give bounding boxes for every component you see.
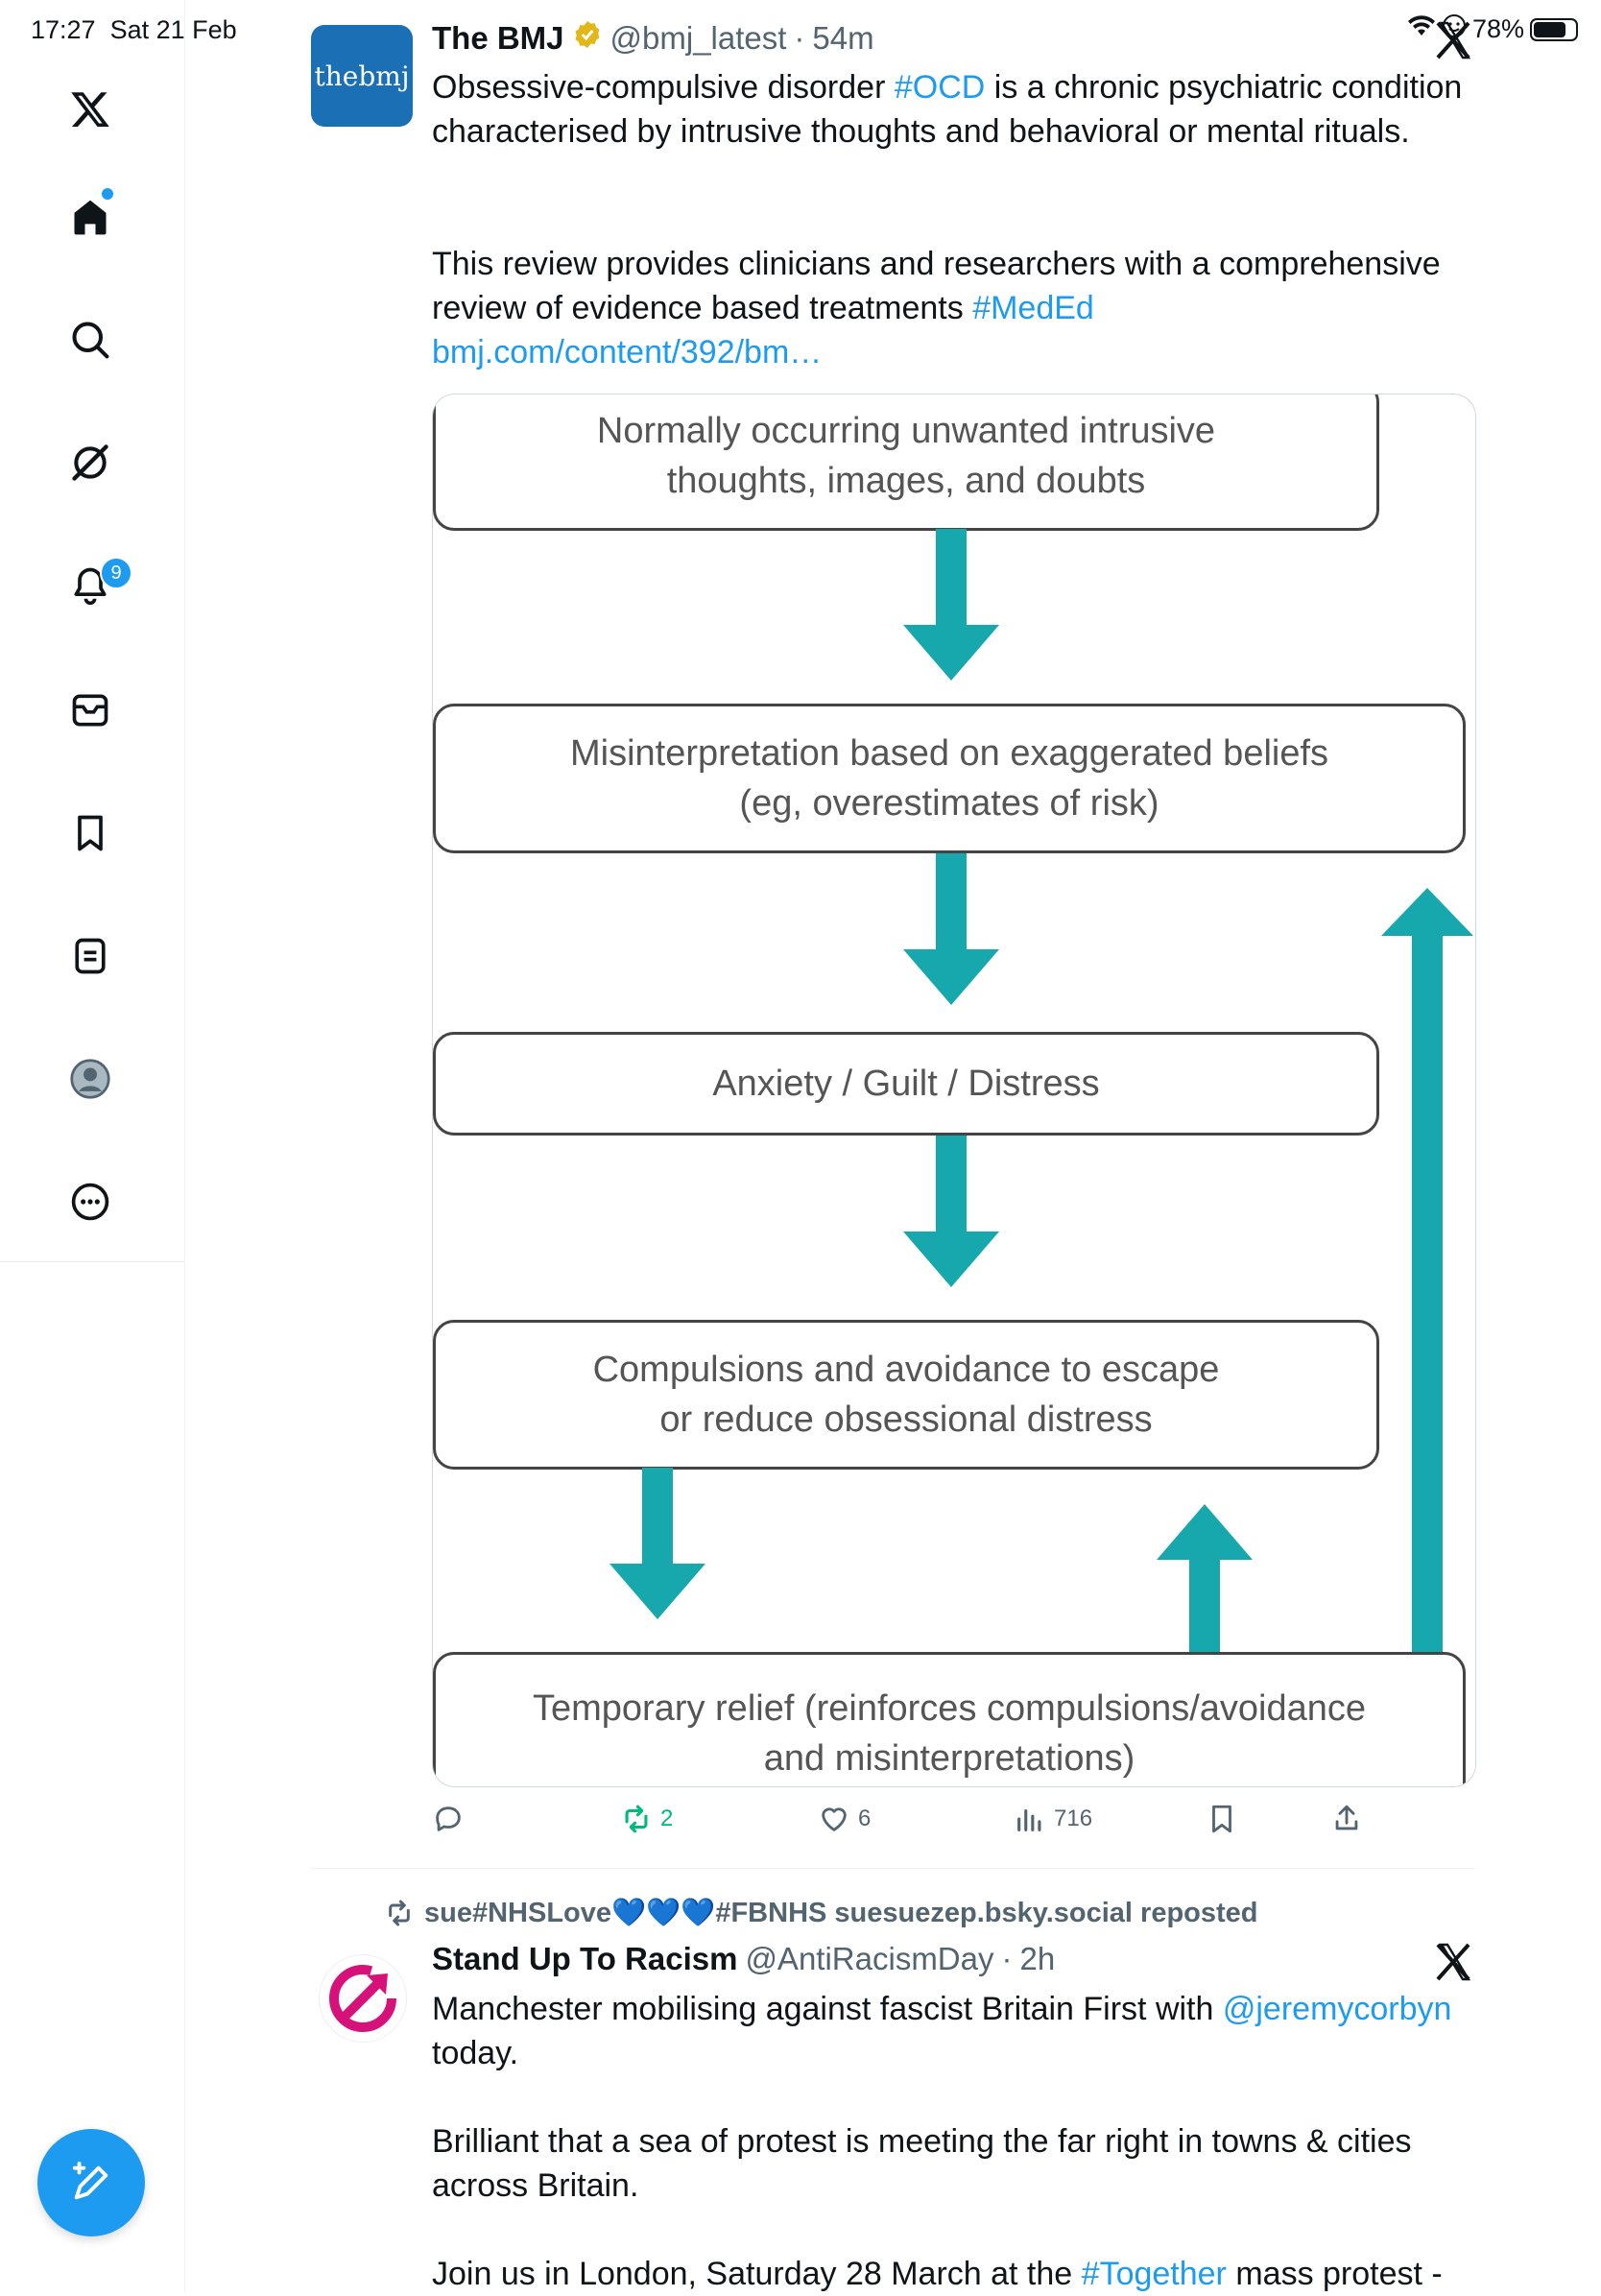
home-unread-dot bbox=[102, 188, 113, 200]
repost-icon bbox=[625, 1805, 648, 1833]
bmj-avatar-text: thebmj bbox=[314, 60, 410, 92]
view-count: 716 bbox=[1054, 1806, 1093, 1831]
sidebar-divider bbox=[0, 1261, 184, 1262]
tweet2-author-name[interactable]: Stand Up To Racism bbox=[432, 1941, 738, 1976]
diagram-arrow-up-relief bbox=[1157, 1504, 1253, 1658]
lists-icon[interactable] bbox=[61, 927, 119, 985]
messages-icon[interactable] bbox=[61, 682, 119, 739]
bmj-avatar[interactable]: thebmj bbox=[311, 25, 413, 127]
diagram-arrow-down-1 bbox=[903, 529, 999, 681]
diagram-box-anxiety: Anxiety / Guilt / Distress bbox=[433, 1032, 1379, 1136]
more-icon[interactable] bbox=[61, 1173, 119, 1231]
bookmark-icon[interactable] bbox=[61, 804, 119, 862]
wifi-icon bbox=[1407, 14, 1436, 44]
repost-context[interactable]: sue#NHSLove💙💙💙#FBNHS suesuezep.bsky.soci… bbox=[384, 1897, 1258, 1929]
views-chart-icon bbox=[1017, 1808, 1041, 1831]
status-date: Sat 21 Feb bbox=[109, 15, 237, 44]
tweet2-header: Stand Up To Racism @AntiRacismDay · 2h bbox=[432, 1941, 1055, 1977]
battery-percent: 78% bbox=[1471, 14, 1524, 43]
tweet1-image-card[interactable]: Normally occurring unwanted intrusive th… bbox=[432, 394, 1476, 1787]
tweet1-paragraph1: Obsessive-compulsive disorder #OCD is a … bbox=[432, 69, 1463, 150]
meded-hashtag[interactable]: #MedEd bbox=[972, 290, 1094, 326]
tweet2-time[interactable]: 2h bbox=[1019, 1941, 1056, 1976]
tweet2-paragraph2: Brilliant that a sea of protest is meeti… bbox=[432, 2123, 1412, 2204]
profile-avatar-icon[interactable] bbox=[61, 1050, 119, 1108]
tweet2-handle[interactable]: @AntiRacismDay bbox=[745, 1941, 994, 1976]
stand-up-to-racism-avatar[interactable] bbox=[319, 1954, 407, 2043]
compose-feather-icon bbox=[72, 2161, 108, 2200]
diagram-arrow-down-3 bbox=[903, 1136, 999, 1287]
heart-icon bbox=[822, 1807, 847, 1831]
tweet1-time[interactable]: 54m bbox=[812, 20, 874, 56]
bookmark-button[interactable] bbox=[1206, 1803, 1238, 1835]
reply-button[interactable] bbox=[432, 1803, 465, 1835]
diagram-box-misinterpretation: Misinterpretation based on exaggerated b… bbox=[433, 704, 1466, 853]
tweet2-paragraph3: Join us in London, Saturday 28 March at … bbox=[432, 2256, 1443, 2292]
tweet1-dot: · bbox=[794, 20, 805, 56]
sidebar: 9 bbox=[0, 0, 185, 2292]
tweet2-paragraph1: Manchester mobilising against fascist Br… bbox=[432, 1991, 1452, 2071]
verified-badge-icon bbox=[572, 19, 603, 58]
tweet1-grok-x-icon[interactable] bbox=[1430, 17, 1476, 68]
tweet1-author-name[interactable]: The BMJ bbox=[432, 20, 564, 56]
battery-icon bbox=[1530, 17, 1578, 41]
tweet2-grok-x-icon[interactable] bbox=[1430, 1939, 1476, 1990]
ocd-hashtag[interactable]: #OCD bbox=[894, 69, 986, 106]
repost-context-text: sue#NHSLove💙💙💙#FBNHS suesuezep.bsky.soci… bbox=[424, 1898, 1258, 1928]
tweet-separator bbox=[311, 1868, 1474, 1869]
tweet1-paragraph2: This review provides clinicians and rese… bbox=[432, 246, 1441, 371]
x-logo-icon[interactable] bbox=[61, 81, 119, 138]
diagram-arrow-down-4 bbox=[609, 1468, 705, 1619]
compose-button[interactable] bbox=[37, 2129, 145, 2236]
repost-button[interactable]: 2 bbox=[620, 1803, 673, 1835]
bookmark-outline-icon bbox=[1212, 1805, 1231, 1833]
tweet1-handle[interactable]: @bmj_latest bbox=[609, 20, 787, 56]
jeremycorbyn-mention[interactable]: @jeremycorbyn bbox=[1222, 1991, 1452, 2027]
sutr-logo-icon bbox=[329, 1965, 396, 2032]
article-link[interactable]: bmj.com/content/392/bm… bbox=[432, 334, 823, 371]
notifications-badge: 9 bbox=[100, 557, 132, 589]
views-button[interactable]: 716 bbox=[1014, 1803, 1092, 1835]
search-icon[interactable] bbox=[61, 311, 119, 369]
diagram-box-intrusive-thoughts: Normally occurring unwanted intrusive th… bbox=[433, 395, 1379, 531]
together-hashtag[interactable]: #Together bbox=[1081, 2256, 1227, 2292]
like-count: 6 bbox=[858, 1806, 872, 1831]
share-icon bbox=[1335, 1805, 1358, 1830]
diagram-arrow-up-long bbox=[1381, 888, 1473, 1658]
home-icon[interactable] bbox=[61, 188, 119, 246]
tweet2-dot: · bbox=[1001, 1941, 1013, 1976]
share-button[interactable] bbox=[1330, 1803, 1363, 1835]
repost-context-icon bbox=[389, 1900, 410, 1926]
like-button[interactable]: 6 bbox=[818, 1803, 871, 1835]
notifications-bell-icon[interactable] bbox=[61, 557, 119, 614]
diagram-arrow-down-2 bbox=[903, 853, 999, 1005]
grok-icon[interactable] bbox=[61, 434, 119, 491]
status-time: 17:27 Sat 21 Feb bbox=[31, 15, 237, 44]
repost-count: 2 bbox=[660, 1806, 674, 1831]
tweet1-header: The BMJ @bmj_latest · 54m bbox=[432, 19, 874, 58]
tweet1-actions: 2 6 716 bbox=[432, 1803, 1469, 1845]
status-indicators: 78% bbox=[1407, 13, 1578, 45]
diagram-box-temporary-relief: Temporary relief (reinforces compulsions… bbox=[433, 1652, 1466, 1786]
reply-icon bbox=[436, 1806, 461, 1831]
